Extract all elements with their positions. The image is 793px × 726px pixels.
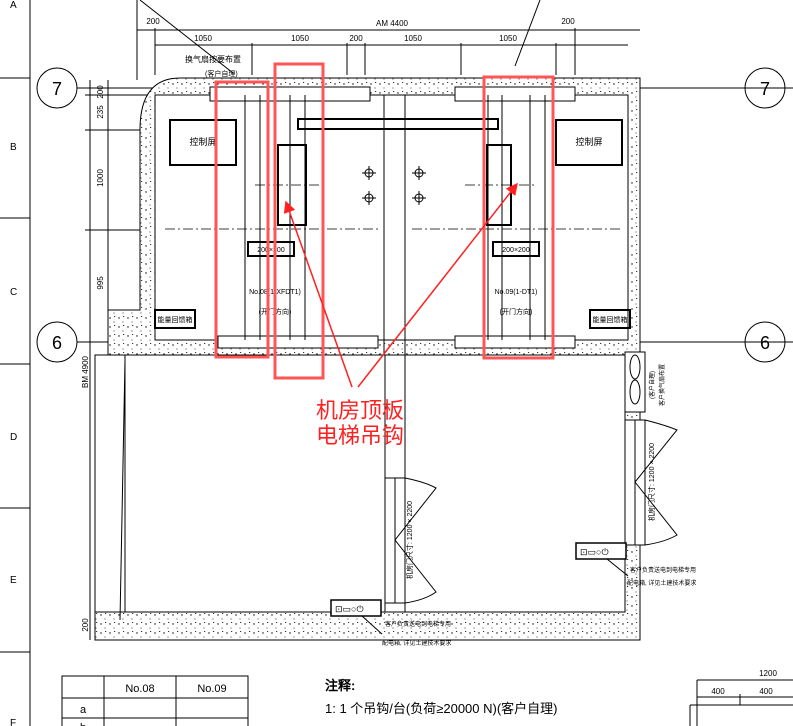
grid-row-c: C	[10, 287, 17, 298]
top-dimensions	[136, 0, 640, 80]
dim-seg4: 1050	[499, 34, 517, 43]
arrow-left-hook	[283, 200, 353, 388]
svg-text:7: 7	[52, 79, 62, 99]
control-panel-right: 控制屏	[575, 136, 602, 147]
energy-box-left: 能量回馈箱	[158, 315, 193, 324]
hole-right: 200×200	[502, 247, 530, 254]
dim-br-total: 1200	[759, 669, 777, 678]
axis-bubble-7-right: 7	[744, 67, 786, 109]
dim-top-200-left: 200	[146, 17, 160, 26]
elevator-label-right: No.09(1-DT1)	[495, 289, 538, 296]
dim-left-1000: 1000	[96, 169, 105, 187]
svg-text:⊡▭○⏻: ⊡▭○⏻	[335, 604, 364, 614]
control-panel-left: 控制屏	[189, 136, 216, 147]
machine-room-interior	[154, 95, 631, 355]
grid-row-e: E	[10, 575, 17, 586]
dim-seg3: 1050	[404, 34, 422, 43]
dim-top-200-right: 200	[561, 17, 575, 26]
sheet-border	[0, 0, 31, 726]
table-row-b: b	[80, 722, 86, 726]
svg-text:6: 6	[760, 333, 770, 353]
highlight-box-left-hook	[273, 62, 325, 380]
notes-item-1: 1: 1 个吊钩/台(负荷≥20000 N)(客户自理)	[325, 701, 558, 716]
door-size-left: 机房门尺寸: 1200 × 2200	[405, 501, 414, 579]
table-header-no09: No.09	[197, 683, 226, 695]
grid-row-b: B	[10, 142, 17, 153]
power-box-left: ⊡▭○⏻	[330, 599, 383, 635]
detail-bottom-right	[689, 679, 793, 726]
dim-seg1: 1050	[194, 34, 212, 43]
vent-right-label: 客户换气扇布置	[658, 364, 666, 406]
grid-row-f: F	[10, 718, 16, 726]
energy-box-right: 能量回馈箱	[593, 315, 628, 324]
vent-note: (客户自理)	[205, 69, 238, 78]
table-header-no08: No.08	[125, 683, 154, 695]
svg-text:6: 6	[52, 333, 62, 353]
grid-row-d: D	[10, 432, 17, 443]
axis-bubble-7-left: 7	[36, 67, 78, 109]
grid-row-a: A	[10, 0, 17, 11]
notes-title: 注释:	[325, 678, 355, 693]
vent-label: 换气扇按要布置	[185, 54, 241, 64]
power-left-1: 客户负责送电到电梯专用	[385, 620, 451, 628]
dim-left-200: 200	[96, 85, 105, 99]
door-left[interactable]	[384, 477, 437, 604]
dim-left-bottom-200: 200	[81, 618, 90, 632]
dim-br-a: 400	[711, 687, 725, 696]
dim-br-b: 400	[759, 687, 773, 696]
door-direction-right: (开门方向)	[500, 307, 533, 316]
axis-bubble-6-left: 6	[36, 321, 78, 363]
dim-seg-mid: 200	[349, 34, 363, 43]
power-box-right: ⊡▭○⏻	[575, 542, 629, 577]
hole-left: 200×200	[257, 247, 285, 254]
door-size-right: 机房门尺寸: 1200 × 2200	[647, 443, 656, 521]
vent-right-note: (客户自理)	[648, 371, 656, 399]
dim-seg2: 1050	[291, 34, 309, 43]
vent-fan-right	[624, 351, 646, 413]
lower-room	[94, 354, 641, 641]
arrow-right-hook	[357, 182, 518, 388]
dim-left-total: BM 4900	[81, 355, 90, 388]
dim-left-995: 995	[96, 276, 105, 290]
annotation-line-1: 机房顶板	[316, 399, 404, 424]
svg-text:⊡▭○⏻: ⊡▭○⏻	[580, 547, 609, 557]
svg-text:7: 7	[760, 79, 770, 99]
door-right[interactable]	[624, 419, 678, 546]
power-right-2: 配电箱, 详见土建技术要求	[627, 579, 696, 587]
highlight-box-right-shaft	[482, 75, 555, 360]
power-left-2: 配电箱, 详见土建技术要求	[382, 639, 451, 647]
dim-left-235: 235	[96, 105, 105, 119]
hook-table	[61, 675, 249, 726]
highlight-box-left-shaft	[214, 80, 270, 359]
dim-top-total: AM 4400	[376, 19, 409, 28]
annotation-line-2: 电梯吊钩	[316, 424, 404, 449]
axis-bubble-6-right: 6	[744, 321, 786, 363]
table-row-a: a	[80, 704, 87, 716]
power-right-1: 客户负责送电到电梯专用	[630, 566, 696, 574]
machine-room-walls	[107, 77, 641, 356]
